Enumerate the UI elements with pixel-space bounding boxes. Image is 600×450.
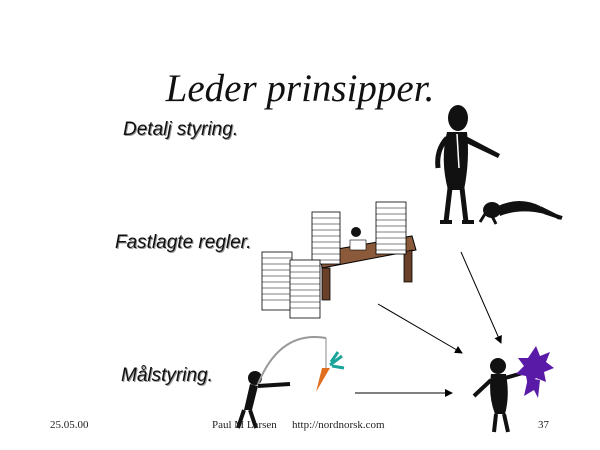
footer-page-number: 37 xyxy=(538,419,549,431)
carrot-on-stick-icon xyxy=(236,336,345,429)
arrow-desk-to-reward xyxy=(377,303,463,354)
rewarded-figure-icon xyxy=(472,346,554,433)
pointing-boss-icon xyxy=(435,105,500,224)
footer-url: http://nordnorsk.com xyxy=(292,419,385,431)
footer-author: Paul M Larsen xyxy=(212,419,277,431)
slide-title: Leder prinsipper. xyxy=(165,67,435,110)
footer-date: 25.05.00 xyxy=(50,419,89,431)
bullet-detail-management: Detalj styring. xyxy=(123,119,239,140)
bullet-goal-management: Målstyring. xyxy=(121,365,213,386)
arrow-boss-to-reward xyxy=(460,251,502,344)
bullet-fixed-rules: Fastlagte regler. xyxy=(115,232,252,253)
paper-stacks-desk-icon xyxy=(261,201,417,319)
kneeling-worker-icon xyxy=(478,201,563,225)
